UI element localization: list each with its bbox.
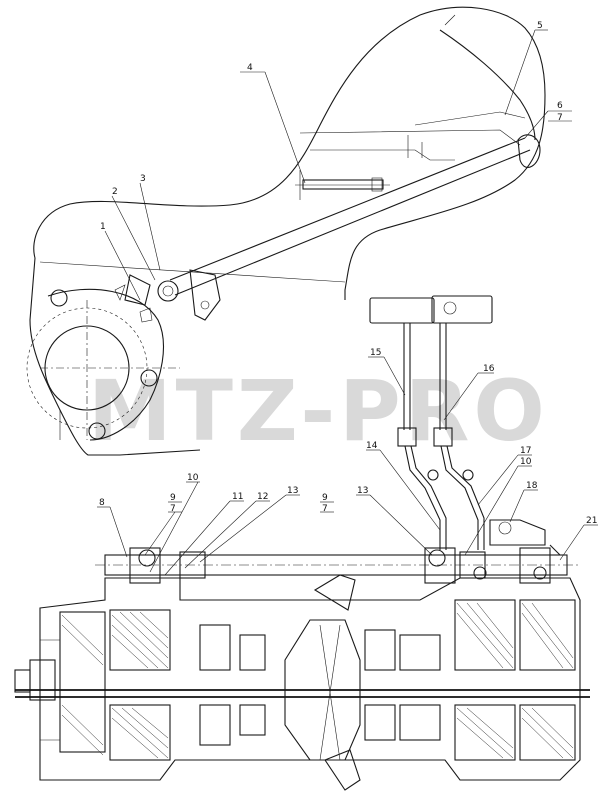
callout-17: 17 — [520, 446, 531, 456]
callout-leaders — [97, 29, 598, 576]
callout-9-left: 9 — [170, 493, 176, 503]
callout-3: 3 — [140, 174, 146, 184]
callout-2: 2 — [112, 187, 118, 197]
upper-linkage — [295, 14, 536, 192]
callout-12: 12 — [257, 492, 268, 502]
clutch-hatching — [61, 602, 574, 759]
callout-5: 5 — [537, 21, 543, 31]
callout-labels: 1 2 3 4 5 6 7 8 9 7 10 11 12 13 9 7 13 1… — [99, 21, 597, 526]
callout-14: 14 — [366, 441, 378, 451]
callout-7-left: 7 — [170, 504, 176, 514]
callout-9-mid: 9 — [322, 493, 328, 503]
callout-1: 1 — [100, 222, 106, 232]
shift-rail — [95, 519, 580, 584]
callout-15: 15 — [370, 348, 381, 358]
watermark: MTZ-PRO — [88, 362, 549, 460]
callout-13-left: 13 — [287, 486, 298, 496]
callout-11: 11 — [232, 492, 243, 502]
control-rod — [114, 134, 541, 323]
callout-13-mid: 13 — [357, 486, 368, 496]
housing-bore — [26, 288, 180, 441]
upper-housing — [29, 6, 546, 456]
callout-18: 18 — [526, 481, 538, 491]
callout-10-right: 10 — [520, 457, 532, 467]
pedal-assembly — [369, 295, 493, 550]
callout-8: 8 — [99, 498, 105, 508]
callout-7-upper: 7 — [557, 113, 563, 123]
gearbox-section — [14, 574, 590, 791]
callout-6: 6 — [557, 101, 563, 111]
callout-7-mid: 7 — [322, 504, 328, 514]
callout-21: 21 — [586, 516, 597, 526]
callout-4: 4 — [247, 63, 253, 73]
callout-16: 16 — [483, 364, 495, 374]
callout-10-left: 10 — [187, 473, 199, 483]
